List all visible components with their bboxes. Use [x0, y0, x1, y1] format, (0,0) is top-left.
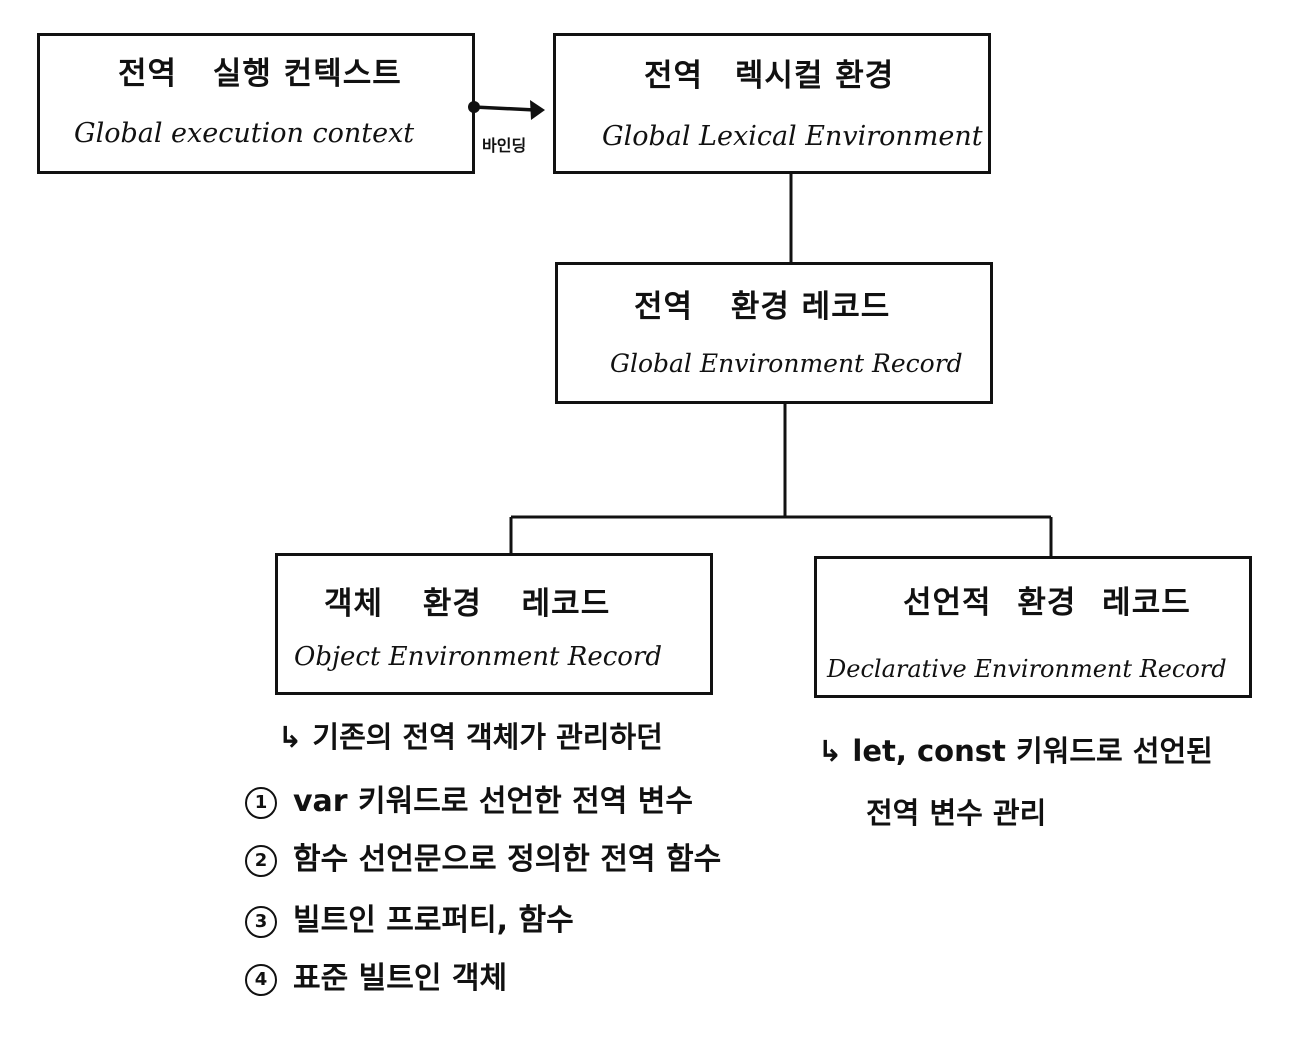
gec-highlight: 전역 — [109, 44, 186, 97]
gec-english-title: Global execution context — [74, 118, 415, 149]
oer-english-title: Object Environment Record — [294, 642, 662, 672]
ger-english-title: Global Environment Record — [610, 349, 963, 378]
der-english-title: Declarative Environment Record — [827, 655, 1227, 683]
binding-arrow-head — [530, 100, 545, 120]
global-lexical-environment-box: 전역 렉시컬 환경 Global Lexical Environment — [553, 33, 991, 174]
gle-english-title: Global Lexical Environment — [602, 121, 983, 152]
binding-label: 바인딩 — [482, 136, 527, 155]
declarative-environment-record-box: 선언적 환경 레코드 Declarative Environment Recor… — [814, 556, 1252, 698]
declarative-note-line-1: ↳ let, const 키워드로 선언된 — [818, 734, 1213, 768]
global-environment-record-box: 전역 환경 레코드 Global Environment Record — [555, 262, 993, 404]
object-note-intro: ↳ 기존의 전역 객체가 관리하던 — [278, 720, 663, 754]
object-environment-record-box: 객체 환경 레코드 Object Environment Record — [275, 553, 713, 695]
object-note-item-1: 1 var 키워드로 선언한 전역 변수 — [245, 776, 693, 820]
item-number-1: 1 — [245, 786, 277, 819]
ger-korean-title: 전역 환경 레코드 — [625, 277, 891, 330]
gle-korean-rest: 렉시컬 환경 — [734, 58, 895, 94]
item-text-3: 빌트인 프로퍼티, 함수 — [293, 903, 574, 938]
item-text-2: 함수 선언문으로 정의한 전역 함수 — [293, 842, 722, 877]
object-note-item-2: 2 함수 선언문으로 정의한 전역 함수 — [245, 834, 721, 878]
gec-korean-title: 전역 실행 컨텍스트 — [109, 44, 402, 97]
item-number-4: 4 — [245, 963, 277, 996]
ger-korean-rest: 환경 레코드 — [730, 289, 891, 325]
object-note-item-4: 4 표준 빌트인 객체 — [245, 953, 507, 997]
object-note-item-3: 3 빌트인 프로퍼티, 함수 — [245, 895, 574, 939]
gle-highlight: 전역 — [635, 46, 712, 99]
binding-arrow-line — [473, 105, 536, 112]
global-execution-context-box: 전역 실행 컨텍스트 Global execution context — [37, 33, 475, 174]
oer-korean-title: 객체 환경 레코드 — [324, 586, 611, 622]
item-number-2: 2 — [245, 844, 277, 877]
item-text-1: var 키워드로 선언한 전역 변수 — [293, 784, 693, 819]
der-korean-title: 선언적 환경 레코드 — [903, 585, 1191, 621]
gle-korean-title: 전역 렉시컬 환경 — [635, 46, 895, 99]
gec-korean-rest: 실행 컨텍스트 — [212, 56, 402, 92]
declarative-note-line-2: 전역 변수 관리 — [866, 796, 1047, 830]
item-text-4: 표준 빌트인 객체 — [293, 961, 508, 996]
item-number-3: 3 — [245, 905, 277, 938]
ger-highlight: 전역 — [625, 277, 702, 330]
